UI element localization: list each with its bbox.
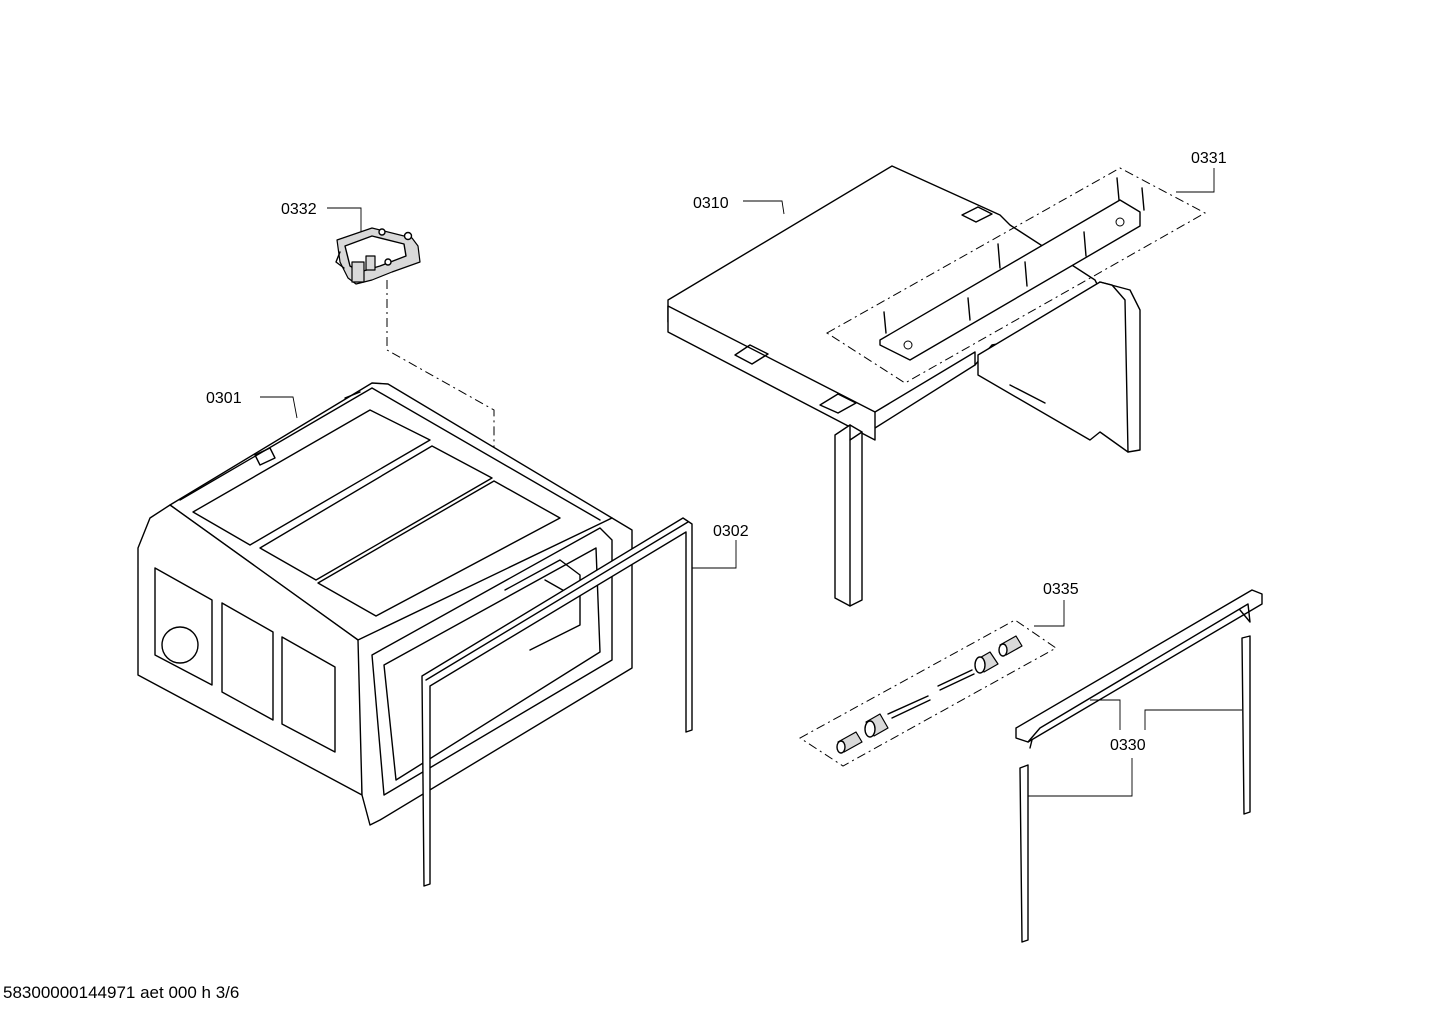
label-0302: 0302 [713,523,749,540]
drawing-id: 58300000144971 aet 000 h 3/6 [3,983,239,1002]
group-box-0331 [826,167,1207,384]
label-0310: 0310 [693,195,729,212]
part-0331-hinge-strip[interactable] [879,177,1145,361]
label-0301: 0301 [206,390,242,407]
leader-0310 [743,200,785,215]
part-0330-trim-strips[interactable] [1015,589,1263,943]
label-0332: 0332 [281,201,317,218]
leader-0301 [260,396,298,419]
part-0302-door-seal[interactable] [421,517,693,887]
part-0335-hardware-kit[interactable] [836,635,1023,754]
leader-0335 [1034,600,1065,627]
group-box-0335 [799,619,1057,767]
part-0310-insulation-cover[interactable] [667,165,1141,607]
label-0330: 0330 [1110,737,1146,754]
part-0332-lock-bracket[interactable] [335,227,421,285]
label-0331: 0331 [1191,150,1227,167]
leader-0330-b [1144,709,1242,730]
leader-0332 [327,207,362,232]
label-0335: 0335 [1043,581,1079,598]
leader-0330-c [1028,758,1133,797]
leader-0331 [1176,168,1215,193]
leader-0330-a [1090,699,1121,730]
leader-0302 [692,540,737,569]
